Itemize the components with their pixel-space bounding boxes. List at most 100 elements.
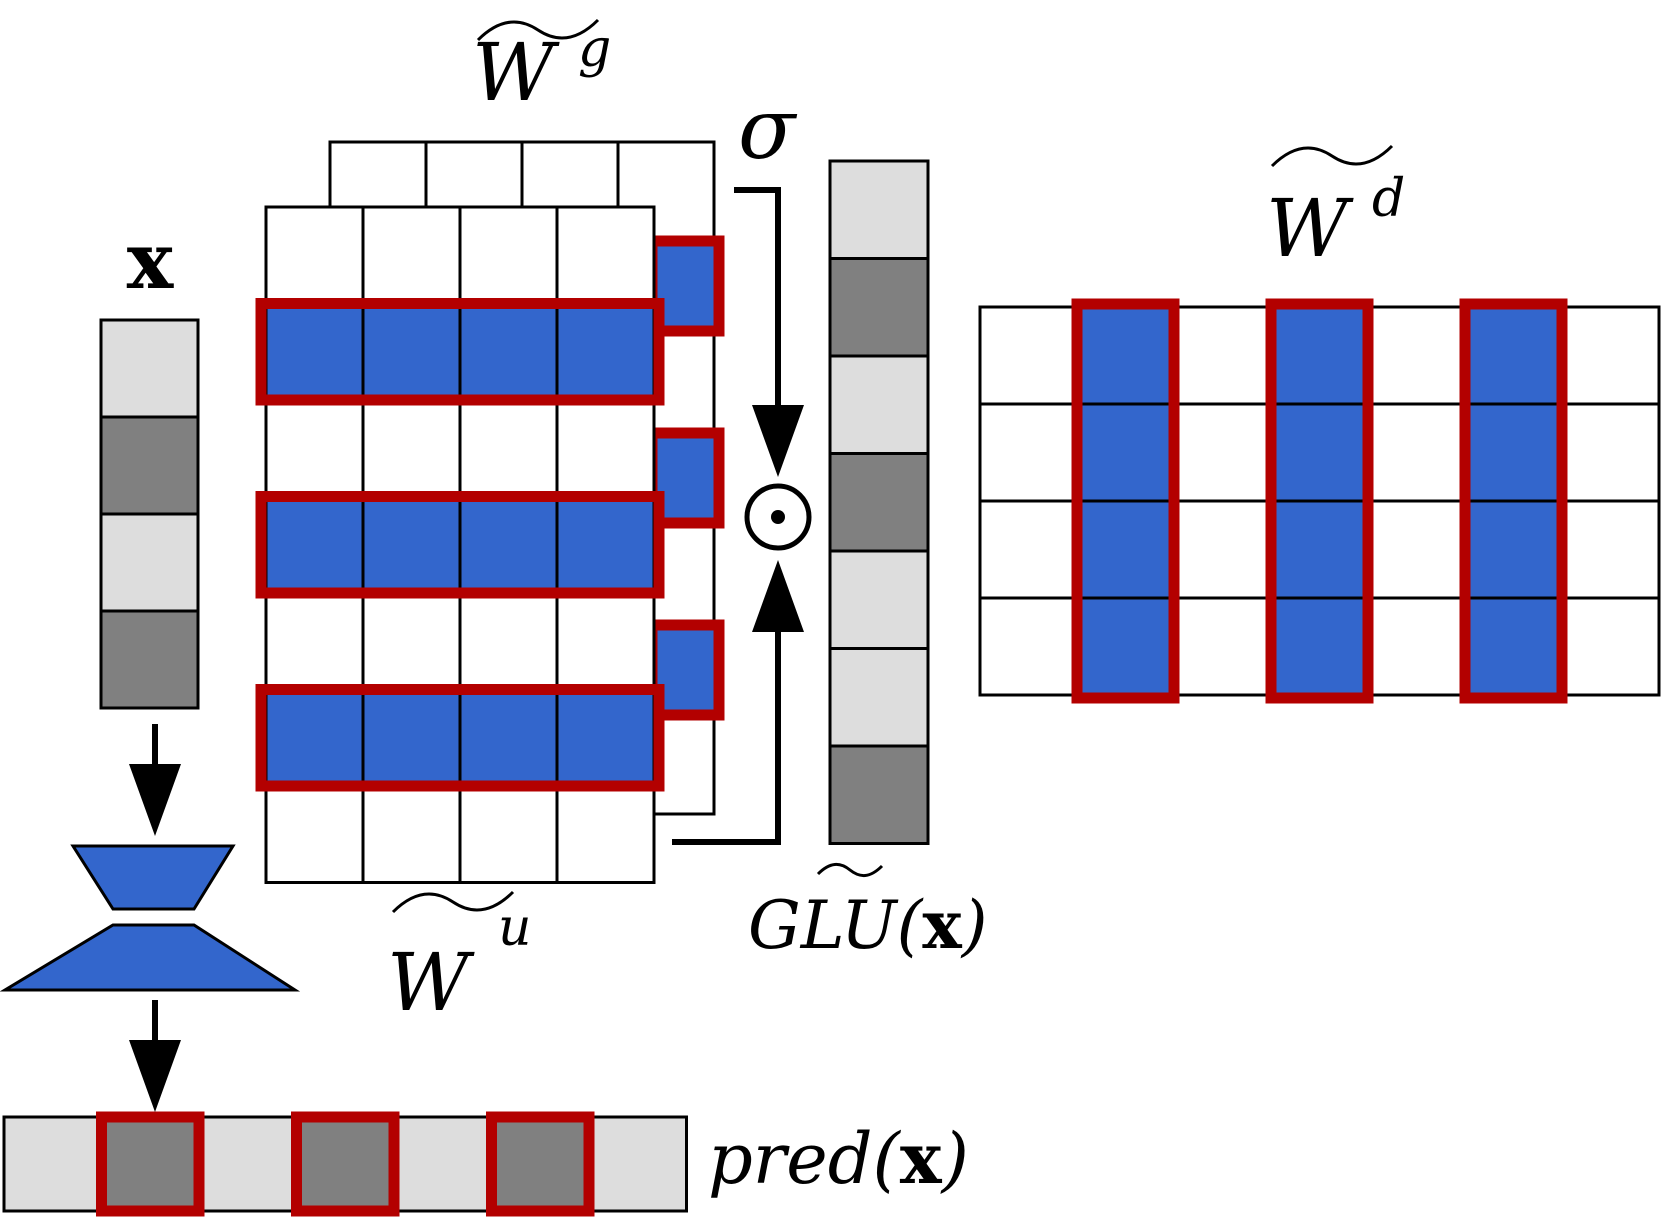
w-down-cell [1366,402,1467,503]
w-up-label: W u [387,890,532,1029]
w-up-cell [361,205,462,305]
w-up-selected-cell [361,302,462,402]
w-up-cell [458,784,559,884]
pred-label: pred(x) [708,1117,969,1200]
w-down-cell [1560,499,1661,600]
svg-text:u: u [498,898,532,958]
w-down-cell [1560,305,1661,406]
svg-text:GLU(x): GLU(x) [748,886,987,964]
w-down-cell [1172,402,1273,503]
w-down-cell [1366,596,1467,697]
glu-label: GLU(x) [748,863,987,964]
arrow-x-to-predictor [129,724,181,836]
w-up-selected-cell [458,495,559,595]
predictor-network-icon [0,844,301,992]
x-input-vector [99,318,200,710]
w-up-cell [458,591,559,691]
w-gate-tilde [476,18,600,42]
w-up-selected-cell [555,495,656,595]
w-down-cell [1560,402,1661,503]
svg-text:W: W [472,26,560,119]
w-up-selected-row [255,298,665,406]
w-down-cell [978,499,1079,600]
w-down-selected-cell [1269,402,1370,503]
w-down-selected-cell [1269,596,1370,697]
w-up-cell [264,784,365,884]
w-up-selected-cell [264,688,365,788]
w-up-selected-cell [361,688,462,788]
w-down-selected-cell [1075,596,1176,697]
x-label: x [127,216,175,307]
w-up-selected-row [255,491,665,599]
glu-vector-cell [828,257,930,358]
w-down-selected-col [1071,298,1180,704]
w-up-selected-cell [361,495,462,595]
pred-cell [392,1115,493,1213]
w-up-selected-cell [458,302,559,402]
w-down-cell [978,402,1079,503]
w-down-selected-cell [1075,499,1176,600]
arrow-up-to-hadamard [672,560,804,845]
predictor-decoder [0,923,301,992]
pred-selection-box [291,1111,400,1217]
w-down-label: W d [1266,144,1405,275]
w-down-cell [1366,305,1467,406]
glu-tilde [816,863,884,877]
predictor-encoder [70,844,236,911]
w-down-selected-cell [1463,305,1564,406]
svg-text:W: W [387,936,475,1029]
w-down-selected-cell [1075,305,1176,406]
w-up-cell [264,205,365,305]
w-down-selected-cell [1463,499,1564,600]
w-up-tilde [391,890,515,914]
arrow-gate-to-hadamard [734,187,804,477]
w-up-cell [458,205,559,305]
glu-output-vector [828,159,930,845]
x-vector-cell [99,512,200,613]
glu-vector-cell [828,159,930,260]
pred-selection-box [96,1111,205,1217]
w-down-selected-cell [1269,499,1370,600]
pred-selected-cell [295,1115,396,1213]
glu-vector-cell [828,744,930,845]
w-down-selected-cell [1463,402,1564,503]
w-up-selected-cell [264,302,365,402]
w-up-matrix [255,205,665,884]
hadamard-icon [744,483,812,551]
pred-cell [587,1115,688,1213]
w-up-cell [555,398,656,498]
x-vector-cell [99,318,200,419]
arrow-predictor-to-pred [129,1000,181,1112]
w-up-selected-cell [555,302,656,402]
pred-selected-cell [100,1115,201,1213]
pred-selected-cell [490,1115,591,1213]
w-down-cell [1172,305,1273,406]
w-up-selected-row [255,684,665,792]
w-up-cell [555,784,656,884]
w-down-selected-cell [1075,402,1176,503]
w-up-cell [264,591,365,691]
pred-cell [197,1115,298,1213]
w-down-cell [1560,596,1661,697]
pred-cell [2,1115,103,1213]
w-up-cell [555,205,656,305]
glu-vector-cell [828,549,930,650]
w-down-cell [1172,499,1273,600]
w-down-selected-col [1265,298,1374,704]
w-up-cell [264,398,365,498]
w-down-cell [1366,499,1467,600]
w-down-selected-col [1459,298,1568,704]
sigma-label: σ [738,80,798,178]
svg-text:d: d [1372,169,1405,229]
w-up-cell [361,398,462,498]
x-vector-cell [99,415,200,516]
glu-vector-cell [828,354,930,455]
w-up-selected-cell [458,688,559,788]
w-up-cell [458,398,559,498]
pred-selection-box [486,1111,595,1217]
w-up-cell [361,591,462,691]
w-down-cell [978,305,1079,406]
pred-output-vector [2,1111,688,1217]
glu-vector-cell [828,452,930,553]
